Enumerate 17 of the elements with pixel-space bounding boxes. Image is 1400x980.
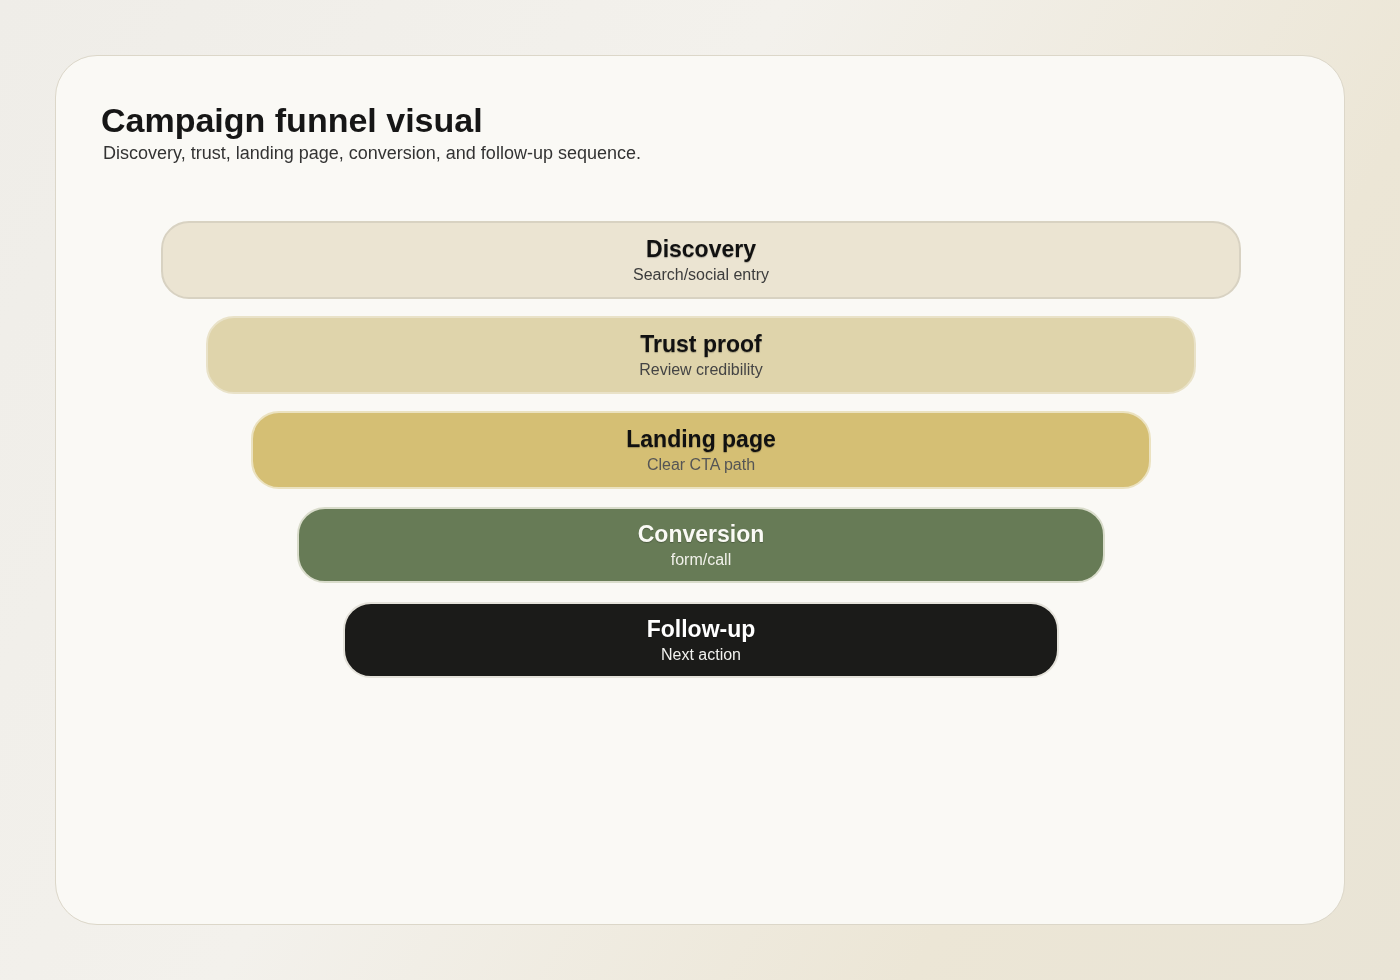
stage-title: Conversion [637, 520, 765, 548]
funnel-stage [251, 411, 1151, 489]
stage-title: Discovery [646, 235, 756, 263]
funnel-stage [297, 507, 1105, 583]
stage-title: Follow-up [646, 615, 756, 643]
stage-description: Review credibility [639, 360, 763, 380]
stage-title: Trust proof [640, 330, 762, 358]
funnel-stage [161, 221, 1241, 299]
stage-description: Next action [660, 645, 741, 665]
diagram-title: Campaign funnel visual [101, 100, 483, 141]
funnel-stage [343, 602, 1059, 678]
stage-description: Clear CTA path [646, 455, 756, 475]
subtitle-text: Discovery, trust, landing page, conversion, and follow-up sequence. [103, 142, 641, 164]
stage-description: Search/social entry [632, 265, 770, 285]
funnel-stage [206, 316, 1196, 394]
stage-description: form/call [670, 550, 732, 570]
stage-title: Landing page [626, 425, 776, 453]
